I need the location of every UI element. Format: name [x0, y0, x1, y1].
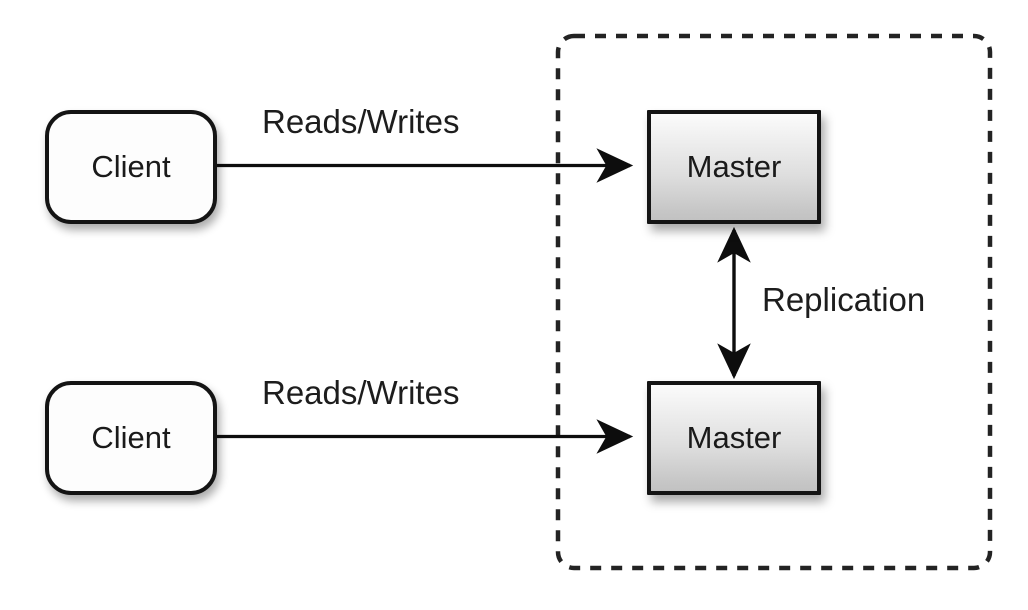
edge-label-replication: Replication [762, 281, 926, 318]
edge-label-reads-writes-top: Reads/Writes [262, 103, 460, 140]
node-client-bottom-label: Client [91, 420, 171, 455]
replication-boundary [555, 33, 993, 571]
node-client-top[interactable]: Client [45, 110, 217, 224]
node-master-top[interactable]: Master [647, 110, 821, 224]
node-master-bottom[interactable]: Master [647, 381, 821, 495]
node-client-bottom[interactable]: Client [45, 381, 217, 495]
node-master-top-label: Master [686, 149, 782, 184]
edge-label-reads-writes-bottom: Reads/Writes [262, 374, 460, 411]
node-master-bottom-label: Master [686, 420, 782, 455]
node-client-top-label: Client [91, 149, 171, 184]
